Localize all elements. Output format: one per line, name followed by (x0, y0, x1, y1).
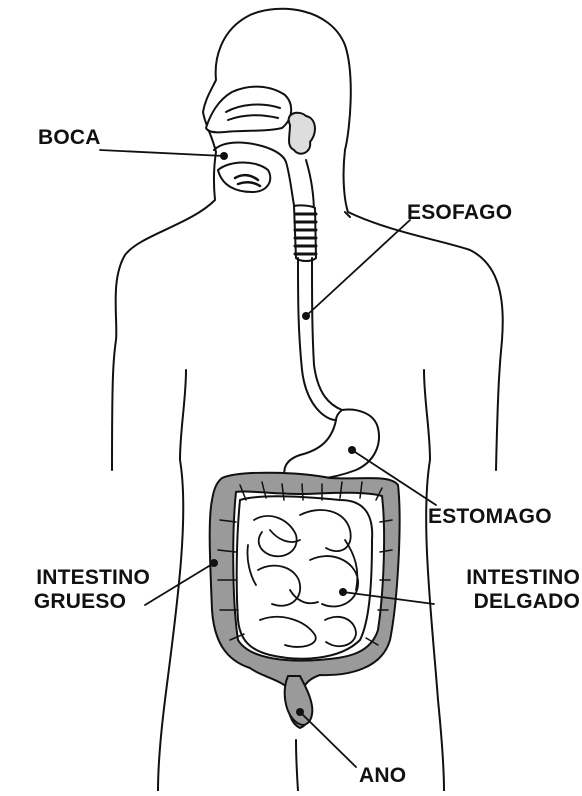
dot-esofago (302, 312, 310, 320)
small-intestine (237, 496, 373, 658)
dot-intestino-delgado (339, 588, 347, 596)
label-intestino-delgado-line1: INTESTINO (430, 566, 580, 590)
tongue (218, 163, 270, 193)
label-intestino-grueso-line1: INTESTINO (10, 566, 150, 590)
leader-ano (300, 712, 356, 767)
dot-ano (296, 708, 304, 716)
nasal-cavity (206, 87, 291, 133)
dot-intestino-grueso (210, 559, 218, 567)
label-intestino-delgado-line2: DELGADO (430, 590, 580, 614)
label-esofago: ESOFAGO (407, 201, 512, 225)
dot-estomago (348, 446, 356, 454)
label-estomago: ESTOMAGO (428, 505, 552, 529)
label-ano: ANO (359, 764, 406, 788)
label-intestino-delgado: INTESTINO DELGADO (430, 566, 580, 614)
salivary-gland (289, 113, 315, 154)
label-intestino-grueso-line2: GRUESO (10, 590, 150, 614)
label-boca: BOCA (38, 126, 101, 150)
leader-esofago (306, 220, 410, 316)
leader-boca (100, 150, 224, 156)
dot-boca (220, 152, 228, 160)
label-intestino-grueso: INTESTINO GRUESO (10, 566, 150, 614)
esophagus (298, 258, 342, 420)
rectum (285, 676, 313, 725)
